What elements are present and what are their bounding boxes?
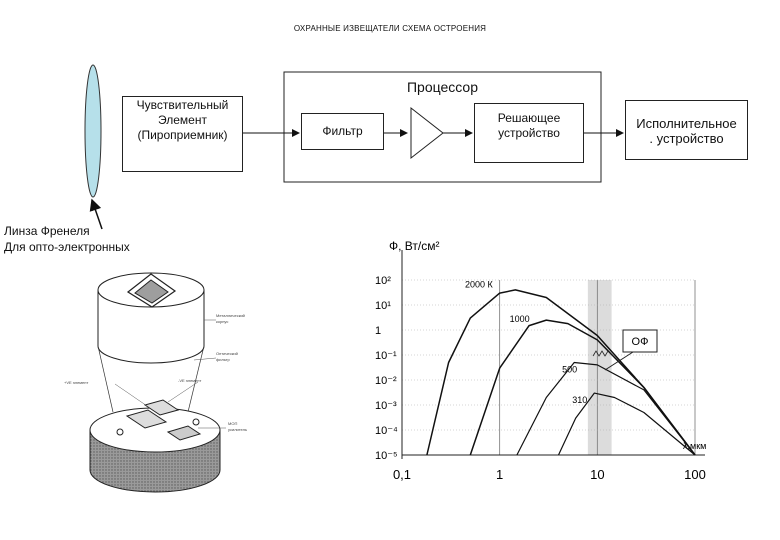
decision-line: Решающее (497, 111, 561, 125)
optical-filter-label-2: фильтр (216, 357, 230, 362)
neg-element-chip (143, 399, 180, 416)
annotation-label: ОФ (632, 336, 649, 348)
leader-line (167, 381, 199, 403)
series-line (469, 319, 696, 456)
leader-line (114, 383, 151, 409)
mos-amp-label-2: усилитель (228, 427, 247, 432)
y-tick-label: 10⁻⁴ (375, 425, 398, 437)
optical-filter-label-1: Оптический (216, 351, 238, 356)
pos-element-label: +VE элемент (64, 380, 88, 385)
series-label: 1000 (510, 314, 530, 324)
decision-line: устройство (498, 126, 560, 140)
mos-amp-label-1: МОП (228, 421, 237, 426)
series-label: 310 (572, 395, 587, 405)
housing-label-2: корпус (216, 319, 228, 324)
filter-label: Фильтр (322, 124, 363, 138)
series-label: 500 (562, 364, 577, 374)
sensor-line: (Пироприемник) (137, 128, 228, 142)
y-tick-label: 10⁻³ (375, 400, 397, 412)
sensor-pin (116, 428, 124, 436)
series-label: 2000 К (465, 280, 494, 290)
annotation-box (622, 329, 658, 353)
pyro-sensor-illustration: Металлический корпус Оптический фильтр +… (64, 272, 247, 493)
filter-band (587, 280, 612, 455)
y-tick-label: 10¹ (375, 300, 391, 312)
y-tick-label: 10⁻⁵ (375, 450, 398, 462)
processor-label: Процессор (406, 79, 478, 95)
series-line (557, 392, 696, 456)
sensor-window-inner (134, 279, 169, 304)
fresnel-lens-label: Линза Френеля Для опто-электронных (4, 223, 130, 255)
spectral-chart: 0,1 1 10 100 10² 10¹ 1 10⁻¹ 10⁻² 10⁻³ 10⁻⁴ 10⁻⁵ Ф, В… (375, 239, 706, 482)
sensor-pin (192, 418, 200, 426)
amplifier-icon (410, 106, 444, 160)
executive-line: . устройство (649, 131, 724, 146)
series-line (426, 289, 696, 456)
x-tick-label: 100 (684, 467, 706, 482)
sensor-line: Чувствительный (136, 98, 229, 112)
executive-box: Исполнительное . устройство (625, 100, 748, 160)
page-title: ОХРАННЫЕ ИЗВЕЩАТЕЛИ СХЕМА ОСТРОЕНИЯ (293, 24, 487, 33)
x-tick-label: 0,1 (393, 467, 411, 482)
mos-amp-chip (166, 425, 202, 441)
annotation-pointer (604, 351, 634, 371)
leader-line (193, 357, 217, 361)
pos-element-chip (125, 409, 168, 429)
y-tick-label: 10⁻¹ (375, 350, 397, 362)
decision-box: Решающее устройство (474, 103, 584, 163)
executive-line: Исполнительное (636, 116, 737, 131)
series-line (516, 361, 696, 456)
fresnel-lens (84, 64, 102, 198)
x-axis-label: λ,мкм (683, 441, 706, 451)
explode-line (187, 345, 205, 413)
fresnel-line: Линза Френеля (4, 224, 90, 238)
filter-box: Фильтр (301, 113, 384, 150)
lens-pointer-arrow (89, 198, 103, 230)
processor-box (283, 71, 602, 183)
sensor-line: Элемент (158, 113, 207, 127)
housing-label-1: Металлический (216, 313, 245, 318)
y-tick-label: 10⁻² (375, 375, 397, 387)
fresnel-line: Для опто-электронных (4, 240, 130, 254)
sensor-box: Чувствительный Элемент (Пироприемник) (122, 96, 243, 172)
wave-icon (592, 350, 609, 357)
neg-element-label: -VE элемент (178, 378, 201, 383)
explode-line (97, 345, 114, 413)
block-diagram (84, 64, 624, 230)
sensor-cap-body (97, 289, 205, 364)
y-tick-label: 10² (375, 275, 391, 287)
x-tick-label: 1 (496, 467, 503, 482)
y-axis-label: Ф, Вт/см² (389, 239, 439, 253)
x-tick-label: 10 (590, 467, 604, 482)
y-tick-label: 1 (375, 325, 381, 337)
